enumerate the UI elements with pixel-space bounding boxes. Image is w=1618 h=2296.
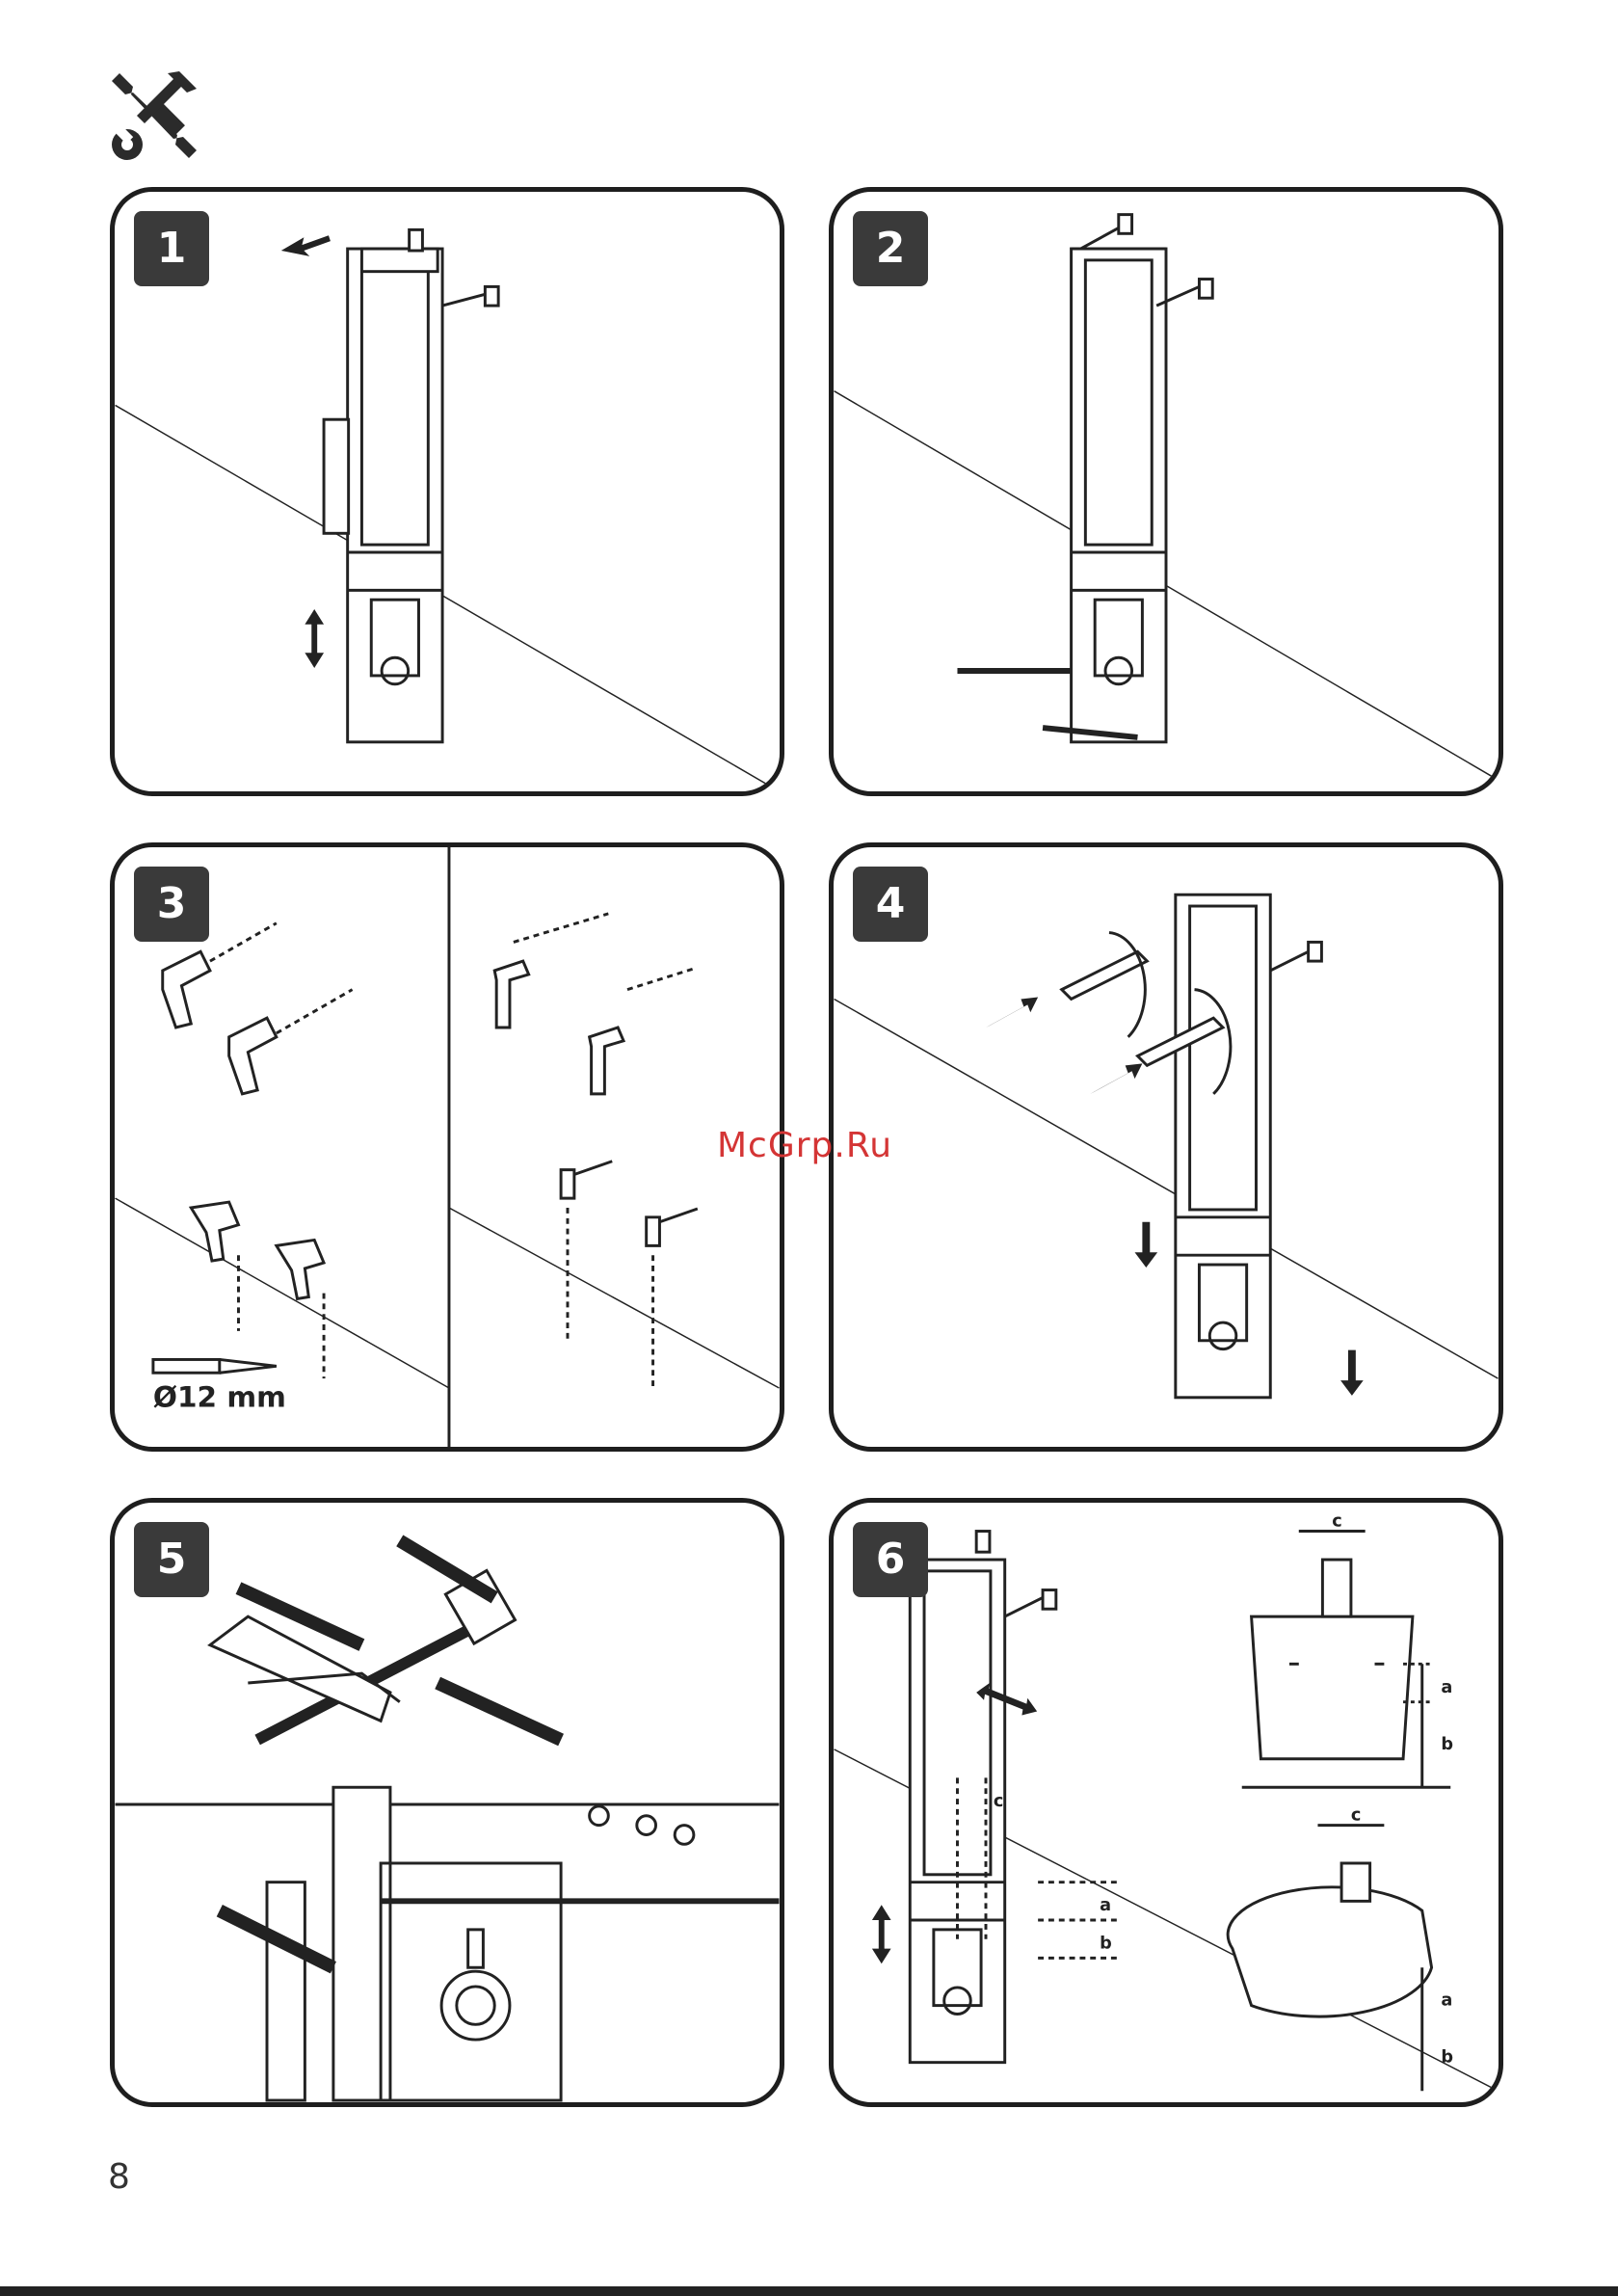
dimension-a-label: a	[1100, 1896, 1111, 1915]
watermark: McGrp.Ru	[717, 1126, 892, 1165]
step-4-panel: 4	[829, 842, 1503, 1452]
page-number: 8	[108, 2157, 130, 2197]
step-6-panel: 6	[829, 1498, 1503, 2107]
step-3-panel: 3 Ø12 mm	[110, 842, 784, 1452]
dimension-b-label: b	[1441, 1735, 1453, 1754]
step-number: 4	[853, 867, 928, 942]
step-number: 5	[134, 1522, 209, 1597]
step-number: 3	[134, 867, 209, 942]
step-5-panel: 5	[110, 1498, 784, 2107]
step-number: 1	[134, 211, 209, 286]
dimension-c-label: c	[1351, 1806, 1362, 1826]
step-number: 6	[853, 1522, 928, 1597]
dimension-c-label: c	[994, 1792, 1004, 1811]
frame-mounting-illustration	[834, 847, 1499, 1447]
tools-icon	[106, 67, 202, 164]
step-1-panel: 1	[110, 187, 784, 796]
cutting-and-tightening-illustration	[115, 1503, 780, 2102]
dimension-c-label: c	[1332, 1512, 1342, 1532]
dimension-a-label: a	[1441, 1991, 1452, 2011]
drilling-and-dowels-illustration: Ø12 mm	[115, 847, 780, 1447]
dimension-b-label: b	[1441, 2048, 1453, 2068]
frame-and-bidet-dimensions-illustration: c c a b a b a b c	[834, 1503, 1499, 2102]
dimension-a-label: a	[1441, 1678, 1452, 1697]
drill-size-label: Ø12 mm	[153, 1381, 286, 1414]
frame-leveling-illustration	[115, 192, 780, 791]
frame-anchoring-illustration	[834, 192, 1499, 791]
step-number: 2	[853, 211, 928, 286]
dimension-b-label: b	[1100, 1935, 1112, 1954]
footer-rule	[0, 2286, 1618, 2296]
step-2-panel: 2	[829, 187, 1503, 796]
